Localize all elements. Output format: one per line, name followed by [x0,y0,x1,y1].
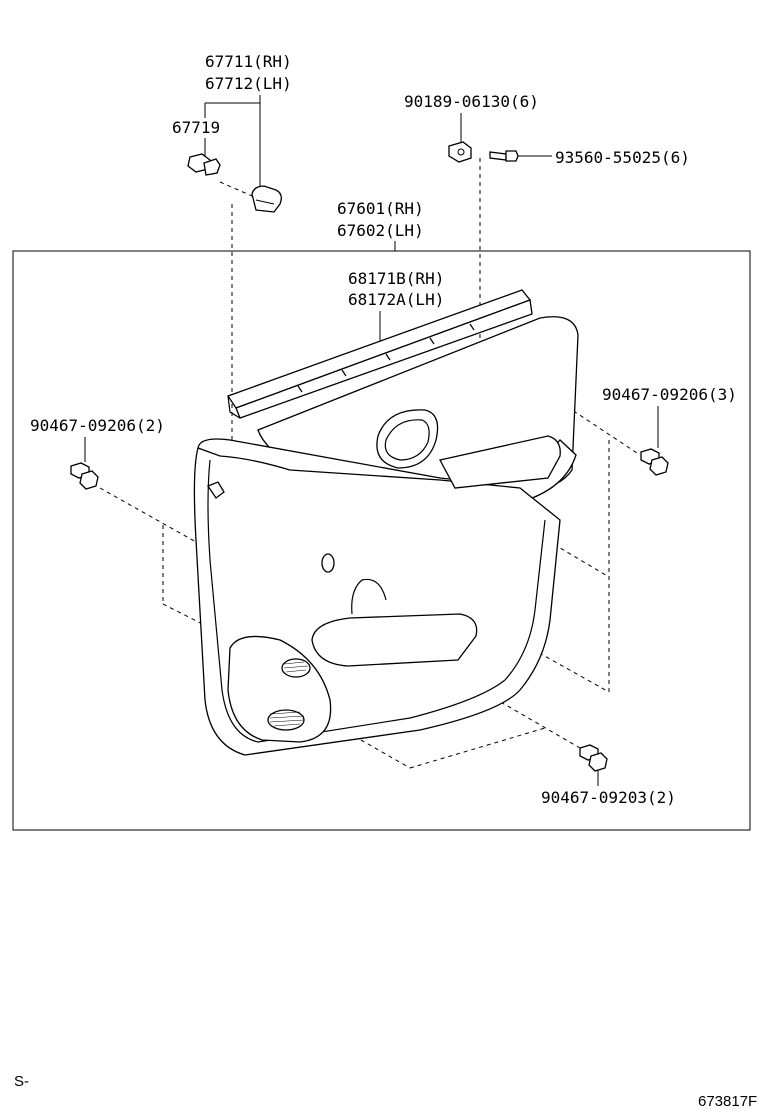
clip-90467-right-icon[interactable] [640,448,669,476]
clip-90467-left-icon[interactable] [70,462,99,490]
label-90467-09206-right[interactable]: 90467-09206(3) [602,385,737,404]
assembly-frame [12,250,751,831]
screw-93560-icon[interactable] [489,150,519,162]
leader-lines [84,95,659,786]
label-90467-09206-left[interactable]: 90467-09206(2) [30,416,165,435]
footer-illustration-number: 673817F [698,1093,757,1110]
label-67712-lh[interactable]: 67712(LH) [205,74,292,93]
label-67602-lh[interactable]: 67602(LH) [337,221,424,240]
label-67711-rh[interactable]: 67711(RH) [205,52,292,71]
nut-90189-icon[interactable] [448,141,472,163]
cap-67711-icon[interactable] [251,185,282,213]
label-67719[interactable]: 67719 [172,118,220,137]
label-68172a-lh[interactable]: 68172A(LH) [348,290,444,309]
door-trim-board-icon[interactable] [193,316,579,756]
clip-67719-icon[interactable] [187,153,221,176]
footer-left-code: S- [14,1073,29,1090]
label-67601-rh[interactable]: 67601(RH) [337,199,424,218]
weatherstrip-68171-icon[interactable] [226,289,533,419]
label-90467-09203[interactable]: 90467-09203(2) [541,788,676,807]
label-68171b-rh[interactable]: 68171B(RH) [348,269,444,288]
label-90189-06130[interactable]: 90189-06130(6) [404,92,539,111]
clip-90467-bottom-icon[interactable] [579,744,608,772]
label-93560-55025[interactable]: 93560-55025(6) [555,148,690,167]
